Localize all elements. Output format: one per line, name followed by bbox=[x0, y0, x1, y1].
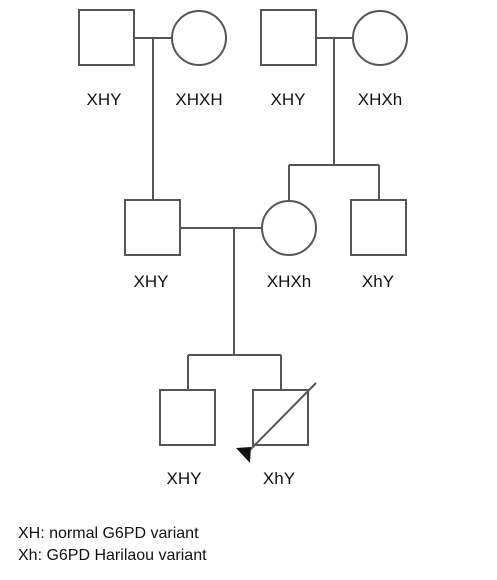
proband-arrowhead bbox=[236, 447, 251, 463]
deceased-slash bbox=[244, 382, 317, 456]
gen1-right-mother-genotype: XHXh bbox=[357, 90, 403, 109]
gen1-right-father-symbol bbox=[260, 9, 317, 66]
legend-line-1: XH: normal G6PD variant bbox=[18, 525, 199, 542]
gen3-son1-genotype: XHY bbox=[166, 469, 202, 488]
gen2-brother-genotype: XhY bbox=[361, 272, 395, 291]
gen2-father-genotype: XHY bbox=[133, 272, 169, 291]
gen1-right-mother-symbol bbox=[352, 10, 408, 66]
gen1-left-father-symbol bbox=[78, 9, 135, 66]
gen3-son2-genotype: XhY bbox=[262, 469, 296, 488]
gen2-brother-symbol bbox=[350, 199, 407, 256]
gen1-left-mother-genotype: XHXH bbox=[175, 90, 223, 109]
gen1-left-mother-symbol bbox=[171, 10, 227, 66]
gen1-left-father-genotype: XHY bbox=[86, 90, 122, 109]
legend-line-2: Xh: G6PD Harilaou variant bbox=[18, 547, 207, 564]
gen2-father-symbol bbox=[124, 199, 181, 256]
gen1-right-father-genotype: XHY bbox=[270, 90, 306, 109]
gen2-mother-symbol bbox=[261, 200, 317, 256]
gen3-son1-symbol bbox=[159, 389, 216, 446]
gen3-son2-symbol bbox=[252, 389, 309, 446]
gen2-mother-genotype: XHXh bbox=[266, 272, 312, 291]
